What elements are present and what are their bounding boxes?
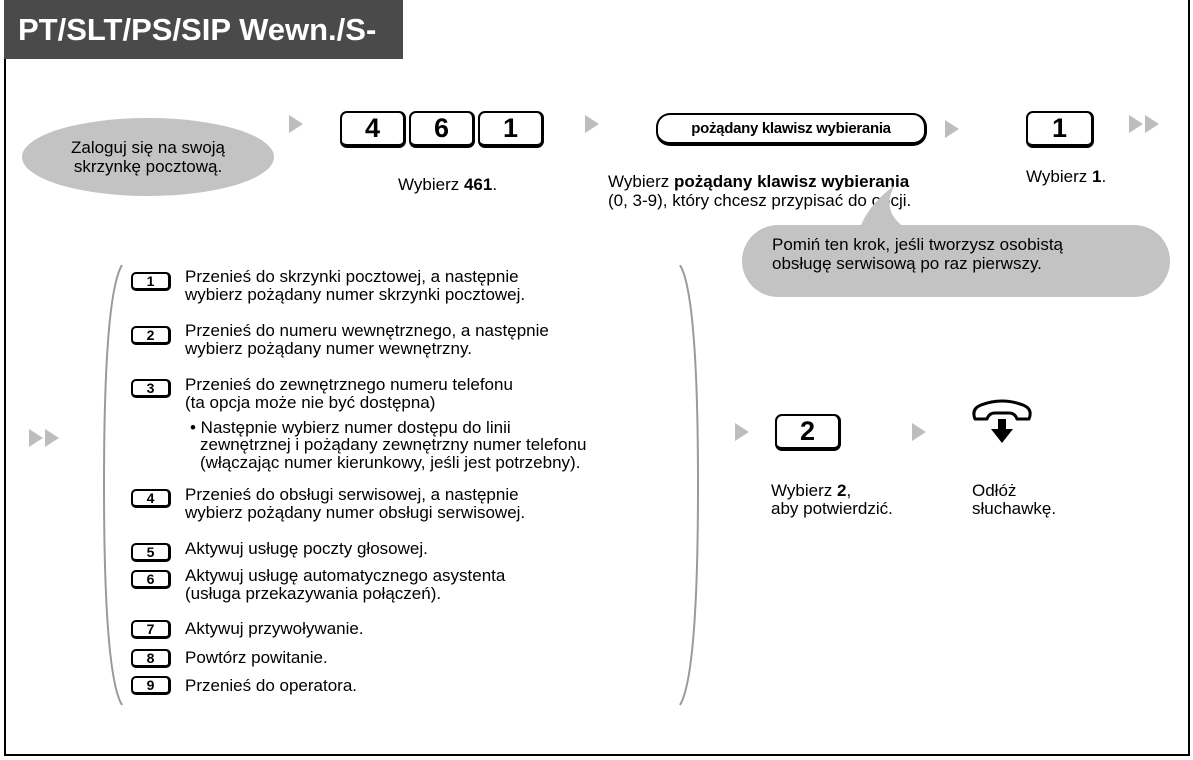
option-key-4: 4 xyxy=(131,489,171,508)
step2-caption: Wybierz 461. xyxy=(398,176,497,193)
option-4-line2: wybierz pożądany numer obsługi serwisowe… xyxy=(185,503,526,522)
key-6: 6 xyxy=(409,111,475,148)
step4-caption: Wybierz 1. xyxy=(1026,168,1106,185)
callout-bubble xyxy=(742,225,1170,297)
option-key-9: 9 xyxy=(131,676,171,695)
login-bubble-line1: Zaloguj się na swoją xyxy=(70,138,226,157)
option-4-line1: Przenieś do obsługi serwisowej, a następ… xyxy=(185,485,519,504)
step4-caption-suffix: . xyxy=(1101,167,1107,186)
callout-line1: Pomiń ten krok, jeśli tworzysz osobistą xyxy=(772,235,1063,254)
step3-caption-prefix: Wybierz xyxy=(608,172,674,191)
left-bracket xyxy=(102,265,123,706)
option-6-line1: Aktywuj usługę automatycznego asystenta xyxy=(185,566,506,585)
step5-caption-line1: Wybierz 2, xyxy=(771,482,851,499)
key-1: 1 xyxy=(478,111,544,148)
option-2-line2: wybierz pożądany numer wewnętrzny. xyxy=(185,339,472,358)
option-key-6: 6 xyxy=(131,570,171,589)
diagram-frame xyxy=(4,0,1190,756)
step4-caption-prefix: Wybierz xyxy=(1026,167,1092,186)
option-8-line1: Powtórz powitanie. xyxy=(185,648,328,667)
key-1-confirm: 1 xyxy=(1026,111,1094,148)
arrow-icon xyxy=(735,423,749,441)
page-title: PT/SLT/PS/SIP Wewn./S-PS xyxy=(4,0,403,106)
double-arrow-icon xyxy=(29,429,69,447)
option-key-2: 2 xyxy=(131,326,171,345)
option-6-line2: (usługa przekazywania połączeń). xyxy=(185,584,442,603)
option-3-sub1: • Następnie wybierz numer dostępu do lin… xyxy=(190,418,511,437)
step6-caption-line1: Odłóż xyxy=(972,481,1017,500)
step5-caption-line2: aby potwierdzić. xyxy=(771,499,893,518)
option-9-line1: Przenieś do operatora. xyxy=(185,676,357,695)
option-2-line1: Przenieś do numeru wewnętrznego, a nastę… xyxy=(185,321,549,340)
option-7-line1: Aktywuj przywoływanie. xyxy=(185,619,364,638)
step3-caption-line2: (0, 3-9), który chcesz przypisać do opcj… xyxy=(608,191,912,210)
option-key-3: 3 xyxy=(131,379,171,398)
step6-caption-line2: słuchawkę. xyxy=(972,499,1057,518)
callout-text: Pomiń ten krok, jeśli tworzysz osobistą … xyxy=(772,235,1063,273)
option-key-1: 1 xyxy=(131,272,171,291)
right-bracket xyxy=(679,265,700,706)
step3-caption-bold: pożądany klawisz wybierania xyxy=(673,172,910,191)
option-5-line1: Aktywuj usługę poczty głosowej. xyxy=(185,539,428,558)
step5-caption-prefix: Wybierz xyxy=(771,481,837,500)
option-key-8: 8 xyxy=(131,649,171,668)
arrow-icon xyxy=(945,120,959,138)
desired-dial-key: pożądany klawisz wybierania xyxy=(656,113,927,146)
step5-caption-bold: 2 xyxy=(836,481,847,500)
step2-caption-prefix: Wybierz xyxy=(398,175,464,194)
arrow-icon xyxy=(585,115,599,133)
handset-hangup-icon xyxy=(972,399,1032,443)
login-bubble-line2: skrzynkę pocztową. xyxy=(73,157,223,176)
login-bubble: Zaloguj się na swoją skrzynkę pocztową. xyxy=(22,118,274,196)
option-key-7: 7 xyxy=(131,620,171,639)
option-3-line1: Przenieś do zewnętrznego numeru telefonu xyxy=(185,375,513,394)
arrow-icon xyxy=(912,423,926,441)
option-3-sub3: (włączając numer kierunkowy, jeśli jest … xyxy=(200,453,581,472)
callout-line2: obsługę serwisową po raz pierwszy. xyxy=(772,254,1042,273)
step2-caption-bold: 461 xyxy=(463,175,493,194)
option-1-line2: wybierz pożądany numer skrzynki pocztowe… xyxy=(185,285,526,304)
option-3-line2: (ta opcja może nie być dostępna) xyxy=(185,393,436,412)
option-1-line1: Przenieś do skrzynki pocztowej, a następ… xyxy=(185,267,519,286)
step4-caption-bold: 1 xyxy=(1091,167,1102,186)
option-key-5: 5 xyxy=(131,543,171,562)
step2-caption-suffix: . xyxy=(492,175,498,194)
step3-caption-line1: Wybierz pożądany klawisz wybierania xyxy=(608,173,909,190)
arrow-icon xyxy=(289,115,303,133)
key-2-confirm: 2 xyxy=(775,414,841,451)
key-4: 4 xyxy=(340,111,406,148)
option-3-sub2: zewnętrznej i pożądany zewnętrzny numer … xyxy=(200,435,587,454)
step5-caption-suffix: , xyxy=(846,481,852,500)
double-arrow-icon xyxy=(1129,115,1169,133)
